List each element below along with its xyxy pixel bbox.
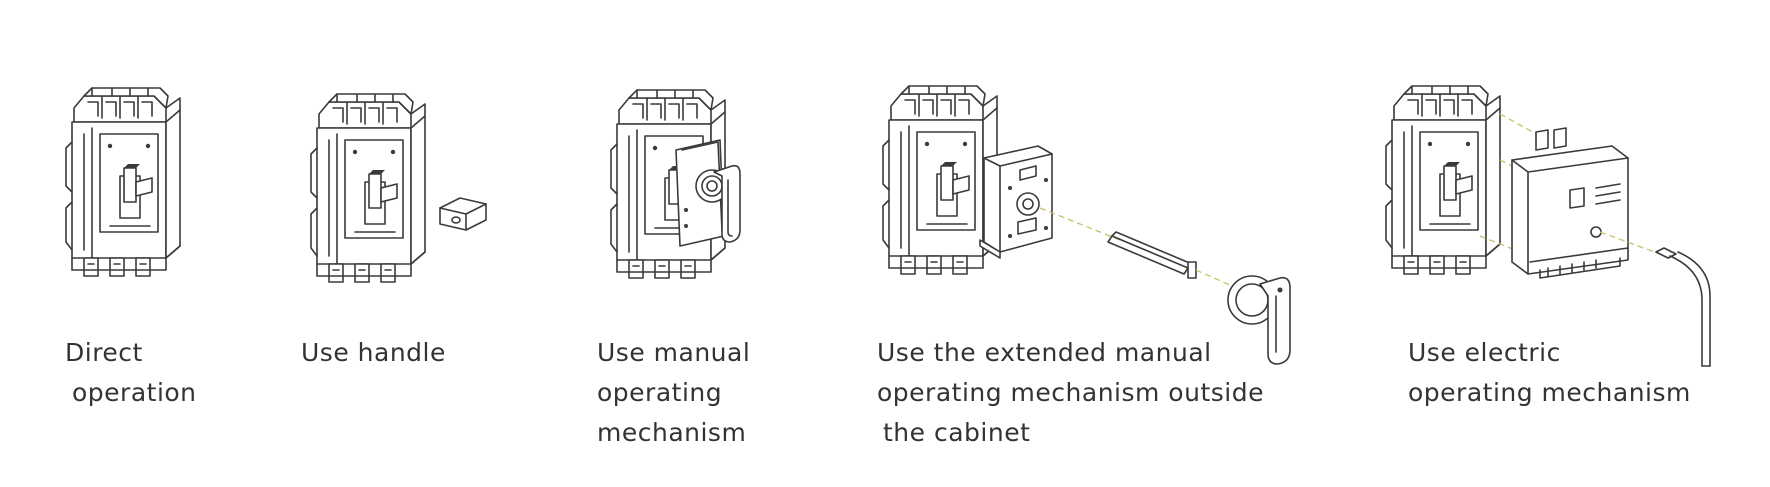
breaker-electric-mechanism-illustration <box>1385 85 1711 367</box>
caption-manual-mechanism: Use manual operating mechanism <box>597 333 750 453</box>
caption-line: the cabinet <box>883 418 1031 447</box>
breaker-manual-mechanism-illustration <box>610 89 741 279</box>
breaker-direct-illustration <box>65 87 181 277</box>
caption-line: operating <box>597 378 723 407</box>
caption-line: mechanism <box>597 418 747 447</box>
caption-line: Use the extended manual <box>877 338 1212 367</box>
extension-shaft-icon <box>1107 231 1197 279</box>
electric-operator-icon <box>1511 127 1629 279</box>
power-cable-icon <box>1655 247 1711 367</box>
caption-line: operating mechanism <box>1408 378 1691 407</box>
caption-line: Use manual <box>597 338 751 367</box>
caption-line: operating mechanism outside <box>877 378 1264 407</box>
caption-line: operation <box>72 378 197 407</box>
caption-line: Direct <box>65 338 143 367</box>
mounting-bracket-icon <box>979 145 1053 259</box>
handle-part-icon <box>439 197 487 231</box>
external-rotary-handle-icon <box>1227 275 1291 365</box>
rotary-handle-icon <box>675 139 741 247</box>
caption-line: Use electric <box>1408 338 1561 367</box>
caption-use-handle: Use handle <box>301 333 446 373</box>
breaker-extended-mechanism-illustration <box>882 85 1291 365</box>
caption-extended-mechanism: Use the extended manual operating mechan… <box>877 333 1264 453</box>
caption-line: Use handle <box>301 338 446 367</box>
breaker-handle-illustration <box>310 93 487 283</box>
caption-electric-mechanism: Use electric operating mechanism <box>1408 333 1691 413</box>
caption-direct-operation: Direct operation <box>65 333 197 413</box>
